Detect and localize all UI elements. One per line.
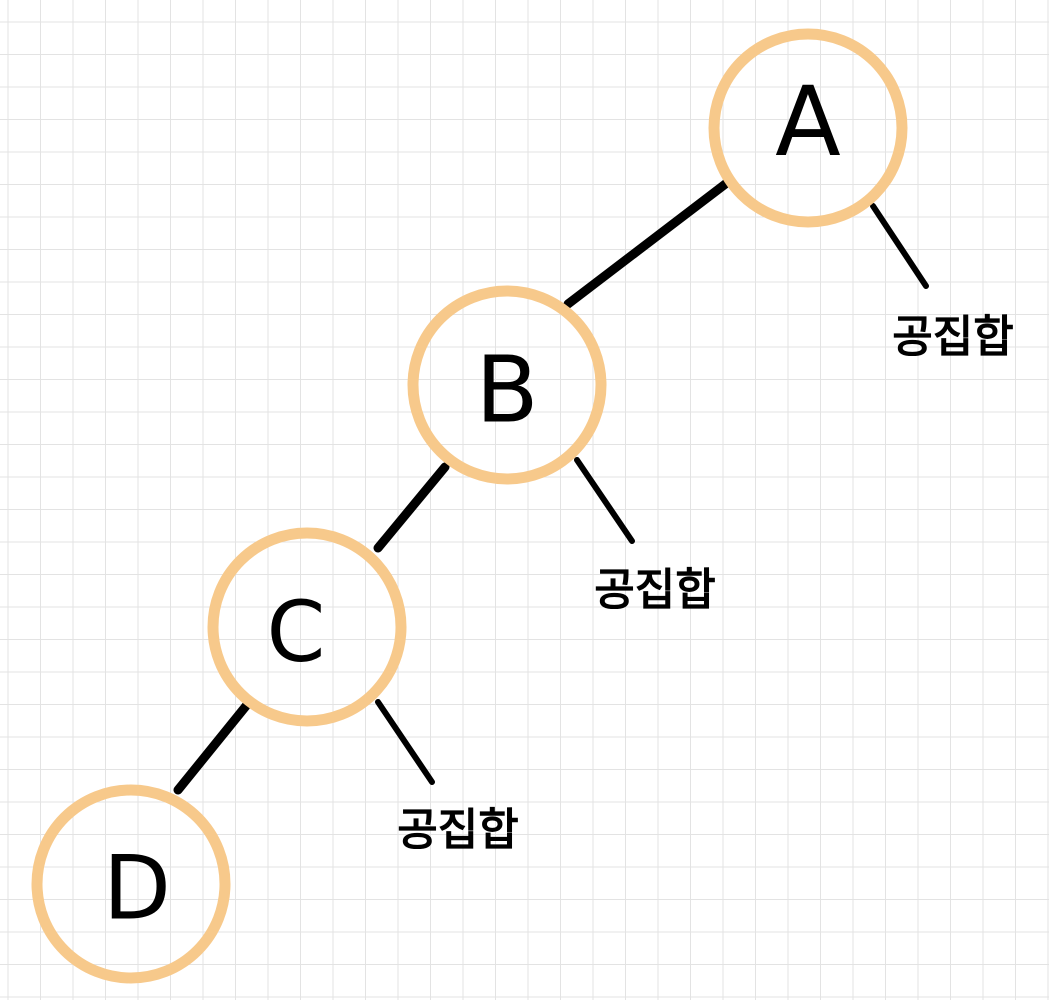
empty-set-label-b: 공집합 [594, 565, 715, 616]
node-d: D [31, 784, 231, 984]
empty-set-label-c: 공집합 [397, 805, 518, 856]
edge-b-c [373, 462, 450, 553]
edge-c-empty [375, 699, 435, 785]
node-c: C [207, 527, 407, 727]
node-c-ring [207, 527, 407, 727]
empty-set-label-a: 공집합 [892, 312, 1013, 363]
edge-c-d [173, 701, 251, 795]
node-d-label: D [103, 837, 171, 940]
node-a: A [708, 28, 908, 228]
edge-a-b [563, 177, 733, 309]
edge-a-empty [870, 203, 929, 289]
node-c-label: C [267, 583, 326, 681]
node-a-label: A [775, 66, 841, 178]
node-b-ring [407, 285, 607, 485]
node-a-ring [708, 28, 908, 228]
node-d-ring [31, 784, 231, 984]
edge-b-empty [574, 457, 635, 544]
node-b-label: B [475, 337, 538, 444]
node-b: B [407, 285, 607, 485]
